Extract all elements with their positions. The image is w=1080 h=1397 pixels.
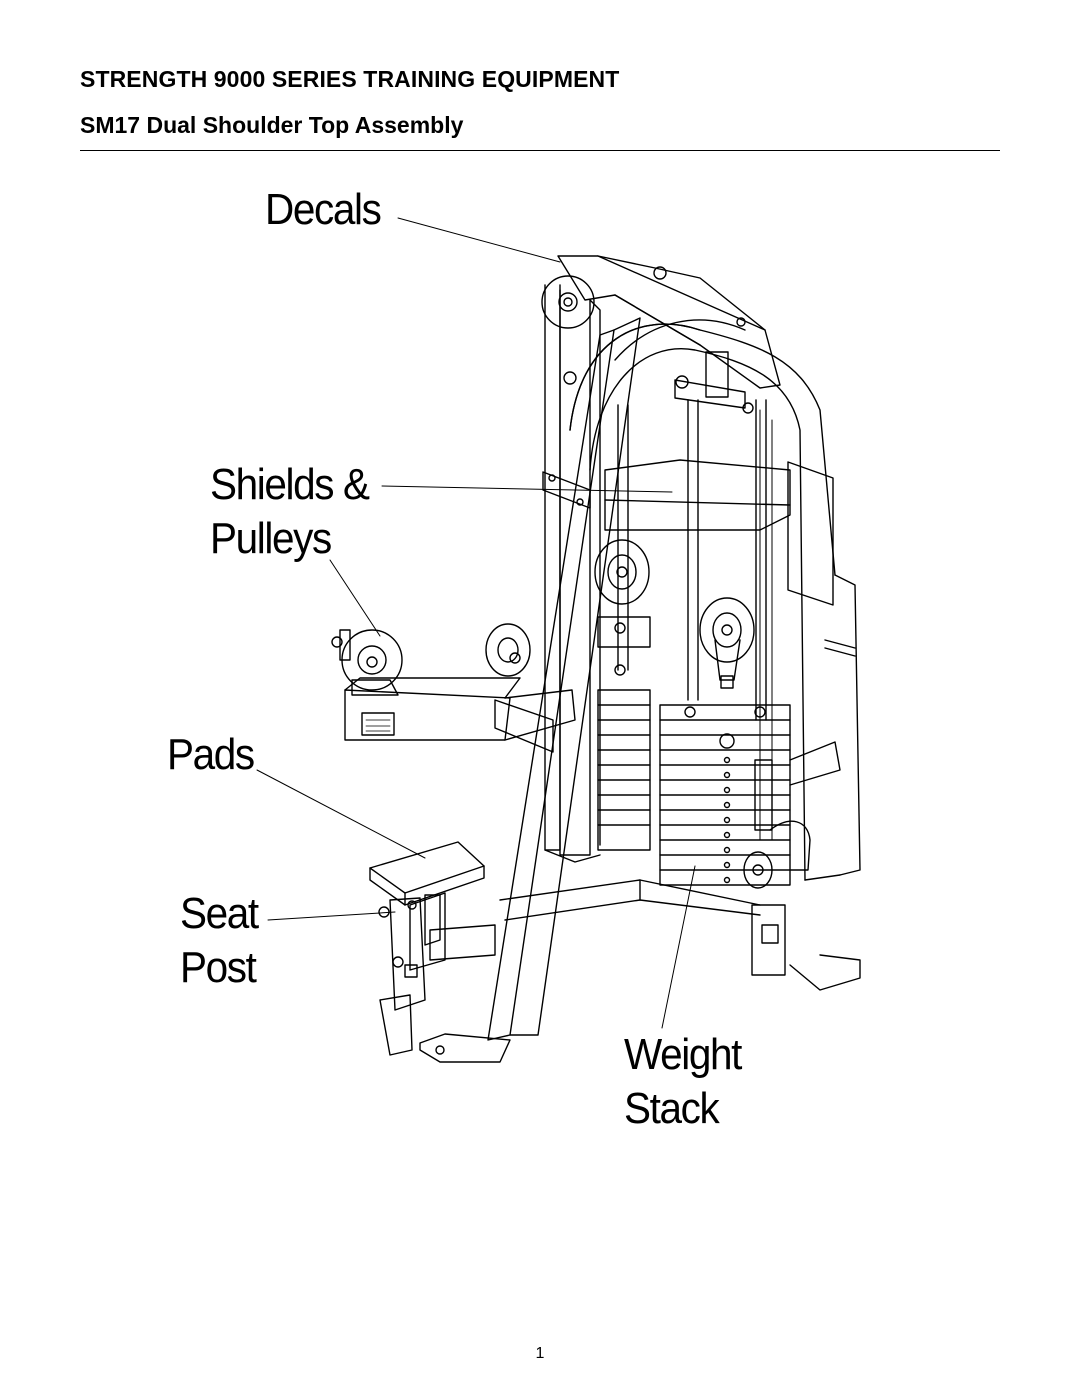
shields-leader xyxy=(381,485,673,493)
weight-stack-left xyxy=(597,616,651,851)
pulleys-right xyxy=(594,539,755,689)
callout-weight-stack: Weight Stack xyxy=(624,1028,742,1136)
document-subtitle: SM17 Dual Shoulder Top Assembly xyxy=(80,112,464,138)
seat-post xyxy=(369,841,496,1056)
callout-seat-label: Seat xyxy=(180,889,259,938)
weight-stack-leader xyxy=(661,865,696,1029)
callout-shields-pulleys: Shields & Pulleys xyxy=(210,458,370,566)
callout-decals-label: Decals xyxy=(265,185,382,234)
rear-frame xyxy=(544,284,601,863)
base-frame xyxy=(499,879,761,921)
callout-shields-label: Shields & xyxy=(210,460,370,509)
page-number: 1 xyxy=(535,1345,545,1362)
callout-post-label: Post xyxy=(180,943,257,992)
callout-stack-label: Stack xyxy=(624,1084,720,1133)
pads-leader xyxy=(256,769,426,859)
front-beam xyxy=(419,317,701,1063)
pulleys-leader xyxy=(329,559,381,637)
document-title: STRENGTH 9000 SERIES TRAINING EQUIPMENT xyxy=(80,66,620,92)
callout-leaders xyxy=(256,217,696,1029)
top-yoke xyxy=(541,255,781,389)
callout-pads-label: Pads xyxy=(167,730,255,779)
callout-pulleys-label: Pulleys xyxy=(210,514,332,563)
callout-seat-post: Seat Post xyxy=(180,887,259,995)
pulley-arm-left xyxy=(331,623,576,741)
callout-decals: Decals xyxy=(265,183,382,237)
callout-weight-label: Weight xyxy=(624,1030,742,1079)
guide-rods xyxy=(617,399,773,841)
callout-pads: Pads xyxy=(167,728,255,782)
decals-leader xyxy=(397,217,561,263)
weight-stack-main xyxy=(659,704,791,886)
lower-right-assembly xyxy=(743,741,861,991)
header-divider xyxy=(80,150,1000,151)
seat-post-leader xyxy=(267,911,396,921)
